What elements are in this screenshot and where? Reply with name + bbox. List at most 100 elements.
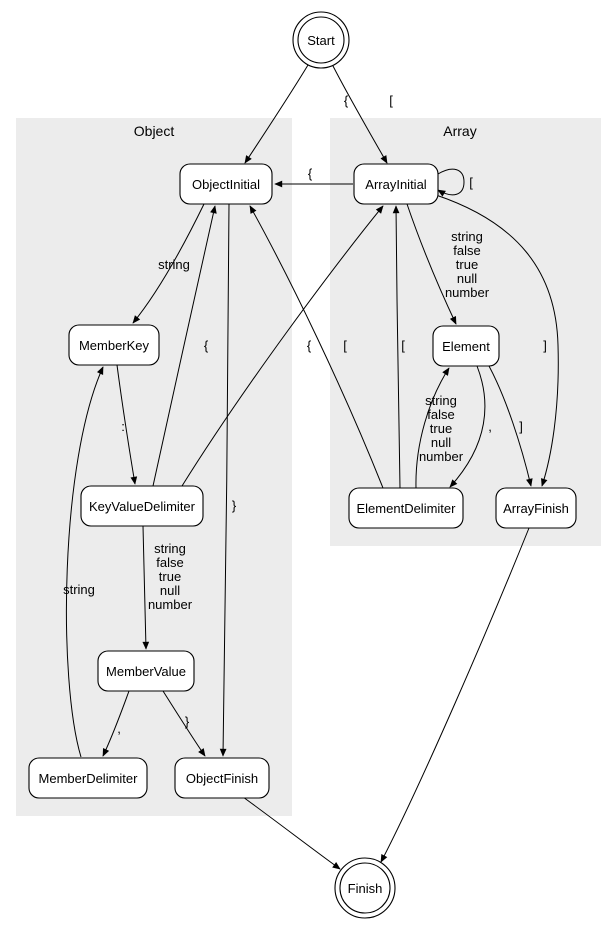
edge-array-initial-to-array-finish-label: ] [543,338,547,353]
edge-object-finish-to-finish [242,796,341,870]
edge-object-finish-to-finish-path [242,796,341,870]
edge-member-value-to-member-delimiter-path [102,690,130,757]
node-start-label: Start [307,33,335,48]
node-finish: Finish [334,857,396,919]
edge-object-initial-to-object-finish-label: } [232,498,237,513]
edge-array-finish-to-finish [380,527,530,863]
edge-element-delimiter-to-element-label-line5: number [419,449,464,464]
node-member-value-box [97,650,195,692]
edge-array-finish-to-finish-path [380,527,530,863]
edge-array-initial-to-array-finish-path [435,194,559,487]
node-object-finish-box [174,757,270,799]
node-member-key: MemberKey [68,324,160,366]
edge-element-to-element-delimiter-path [449,365,486,488]
edge-key-value-delimiter-to-member-value: string false true null number [142,525,193,650]
edge-element-delimiter-to-object-initial: { [249,205,384,489]
edge-object-initial-to-object-finish-path [219,203,230,757]
edge-member-key-to-key-value-delimiter-label: : [121,419,125,434]
node-array-initial-box [353,163,439,205]
node-object-initial: ObjectInitial [179,163,273,205]
edge-array-initial-to-element-path [406,203,457,325]
edge-key-value-delimiter-to-object-initial-path [152,205,217,487]
edge-array-initial-to-array-finish: ] [435,194,559,487]
edge-key-value-delimiter-to-object-initial-label: { [204,338,209,353]
node-element: Element [432,325,500,367]
node-object-finish: ObjectFinish [174,757,270,799]
node-finish-label: Finish [348,881,383,896]
edge-member-value-to-object-finish-path [162,690,206,757]
edge-element-delimiter-to-element-label-line3: true [430,421,452,436]
edge-member-key-to-key-value-delimiter: : [116,364,138,485]
edge-array-initial-to-element-label-line3: true [456,257,478,272]
node-key-value-delimiter-box [80,485,204,527]
edge-element-delimiter-to-element-path [415,367,450,489]
node-member-value-label: MemberValue [106,664,186,679]
edge-start-to-array-initial: [ [332,65,393,164]
edge-element-delimiter-to-array-initial-path [392,205,401,489]
edge-key-value-delimiter-to-array-initial: [ [181,205,384,487]
edge-element-to-element-delimiter: , [449,365,492,488]
edge-element-to-array-finish: ] [488,365,533,487]
node-start-inner-circle [297,16,345,64]
edge-member-value-to-member-delimiter-label: , [117,721,121,736]
node-member-delimiter-box [28,757,148,799]
node-member-delimiter: MemberDelimiter [28,757,148,799]
edge-start-to-object-initial-label: { [344,93,349,108]
edge-member-delimiter-to-member-key-path [65,366,104,758]
edge-key-value-delimiter-to-member-value-label-line5: number [148,597,193,612]
node-element-label: Element [442,339,490,354]
node-object-initial-box [179,163,273,205]
node-key-value-delimiter-label: KeyValueDelimiter [89,499,196,514]
edge-key-value-delimiter-to-member-value-label-line2: false [156,555,183,570]
edge-element-delimiter-to-object-initial-label: { [307,338,312,353]
edge-start-to-array-initial-path [332,65,388,164]
edge-element-to-array-finish-path [488,365,533,487]
edge-member-value-to-object-finish-label: } [185,714,190,729]
node-array-initial: ArrayInitial [353,163,439,205]
node-start: Start [292,11,350,69]
edge-key-value-delimiter-to-member-value-path [142,525,150,650]
edge-element-delimiter-to-element-label-line2: false [427,407,454,422]
node-member-value: MemberValue [97,650,195,692]
edge-array-initial-to-element-label-line1: string [451,229,483,244]
edge-start-to-object-initial: { [244,64,349,164]
edge-array-initial-self-loop-label: [ [469,175,473,190]
edge-key-value-delimiter-to-member-value-label-line3: true [159,569,181,584]
node-element-box [432,325,500,367]
node-member-key-box [68,324,160,366]
edge-array-initial-to-object-initial-label: { [308,166,313,181]
edge-array-initial-to-element-label-line2: false [453,243,480,258]
edge-object-initial-to-member-key: string [132,203,205,324]
edge-object-initial-to-member-key-path [132,203,205,324]
edge-array-initial-to-element-label-line5: number [445,285,490,300]
node-object-finish-label: ObjectFinish [186,771,258,786]
edge-key-value-delimiter-to-array-initial-label: [ [343,338,347,353]
edge-key-value-delimiter-to-object-initial: { [152,205,217,487]
node-element-delimiter-label: ElementDelimiter [357,501,457,516]
node-array-finish-box [495,487,577,529]
edge-element-to-element-delimiter-label: , [488,419,492,434]
edge-key-value-delimiter-to-array-initial-path [181,205,384,487]
node-array-initial-label: ArrayInitial [365,177,427,192]
edge-array-initial-to-element-label-line4: null [457,271,477,286]
edge-element-delimiter-to-element: string false true null number [415,367,464,489]
node-object-initial-label: ObjectInitial [192,177,260,192]
edge-start-to-array-initial-label: [ [389,93,393,108]
cluster-array-label: Array [443,123,476,139]
edge-array-initial-self-loop-path [437,168,465,197]
node-array-finish: ArrayFinish [495,487,577,529]
node-member-key-label: MemberKey [79,338,150,353]
edge-key-value-delimiter-to-member-value-label-line1: string [154,541,186,556]
edge-object-initial-to-member-key-label: string [158,257,190,272]
node-element-delimiter-box [348,487,464,529]
node-finish-inner-circle [339,862,391,914]
edge-element-delimiter-to-array-initial-label: [ [401,338,405,353]
cluster-object: Object [16,118,292,816]
node-array-finish-label: ArrayFinish [503,501,569,516]
cluster-object-box [16,118,292,816]
edge-key-value-delimiter-to-member-value-label-line4: null [160,583,180,598]
edge-member-delimiter-to-member-key-label: string [63,582,95,597]
cluster-object-label: Object [134,123,175,139]
edge-member-delimiter-to-member-key: string [63,366,104,758]
edge-member-value-to-member-delimiter: , [102,690,130,757]
